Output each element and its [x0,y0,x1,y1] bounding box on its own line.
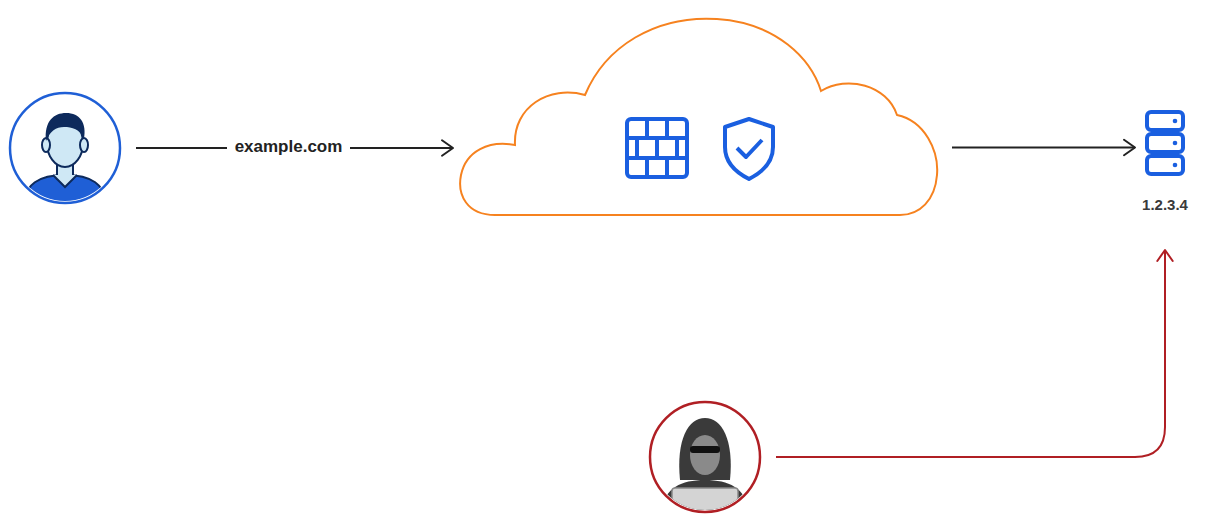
origin-server-icon [1123,108,1207,178]
cloud-network-icon [455,5,940,220]
attacker-avatar [648,400,762,514]
user-avatar [8,91,122,205]
domain-label: example.com [227,137,351,157]
user-avatar-icon [8,91,122,205]
cloud-network [455,5,940,220]
traffic-connector [952,140,1135,155]
attacker-avatar-icon [648,400,762,514]
ip-address: 1.2.3.4 [1123,196,1207,213]
origin-server: 1.2.3.4 [1123,108,1207,224]
attack-connector [776,250,1173,457]
